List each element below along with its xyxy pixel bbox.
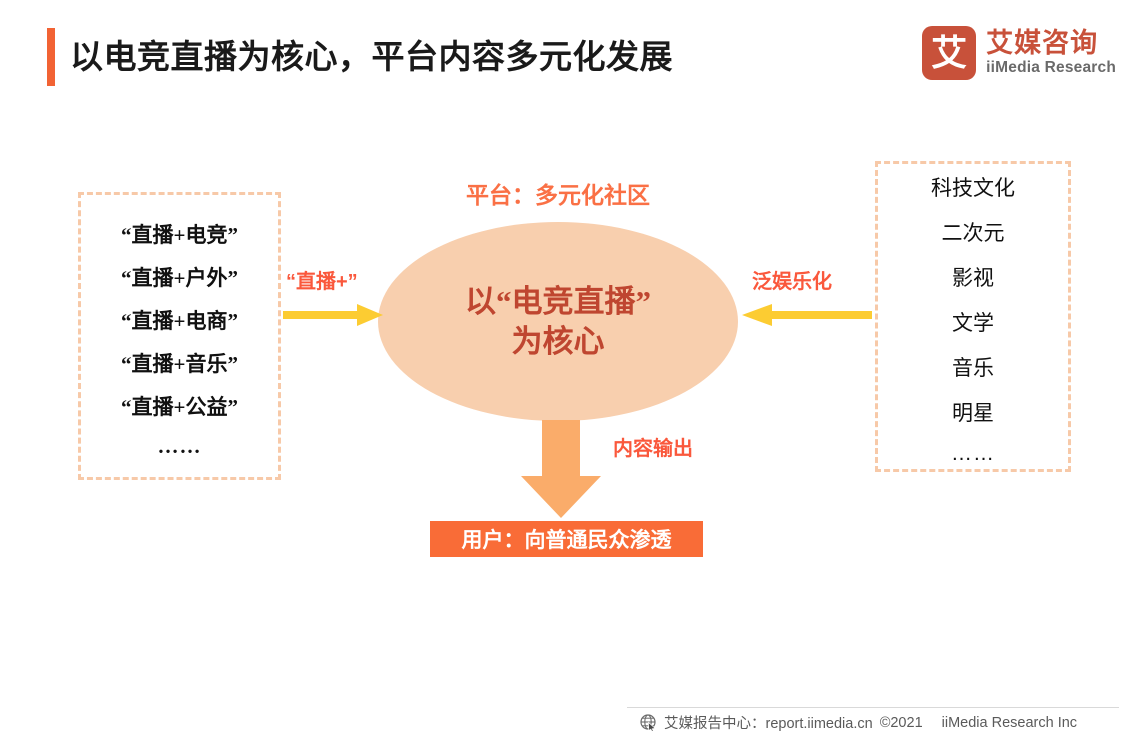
down-arrow — [521, 420, 601, 518]
list-item: 文学 — [952, 311, 994, 335]
list-item: 音乐 — [952, 356, 994, 380]
logo-text-block: 艾媒咨询 iiMedia Research — [986, 27, 1116, 78]
right-pointing-arrow-icon — [283, 304, 383, 326]
footer: 艾媒报告中心：report.iimedia.cn ©2021 iiMedia R… — [640, 712, 1077, 733]
right-arrow — [742, 300, 872, 330]
globe-cursor-icon — [640, 714, 657, 731]
user-banner: 用户：向普通民众渗透 — [430, 521, 703, 557]
list-item: “直播+电竞” — [121, 223, 238, 247]
logo-name-en: iiMedia Research — [986, 58, 1116, 76]
left-pointing-arrow-icon — [742, 304, 872, 326]
title-accent-bar — [47, 28, 55, 86]
footer-copyright: ©2021 — [879, 714, 923, 731]
left-source-box: “直播+电竞” “直播+户外” “直播+电商” “直播+音乐” “直播+公益” … — [78, 192, 281, 480]
list-item-ellipsis: …… — [157, 434, 202, 458]
list-item: 二次元 — [941, 221, 1005, 245]
platform-label: 平台：多元化社区 — [466, 182, 650, 208]
center-ellipse: 以“电竞直播” 为核心 — [378, 222, 738, 421]
right-arrow-label: 泛娱乐化 — [752, 271, 832, 293]
page-title: 以电竞直播为核心，平台内容多元化发展 — [70, 38, 673, 75]
list-item-ellipsis: …… — [951, 441, 995, 465]
footer-divider — [627, 707, 1119, 708]
list-item: 明星 — [952, 401, 994, 425]
center-ellipse-text: 以“电竞直播” 为核心 — [465, 283, 651, 359]
footer-source: 艾媒报告中心：report.iimedia.cn — [664, 716, 873, 732]
down-pointing-arrow-icon — [521, 420, 601, 518]
left-arrow-label: “直播+” — [286, 271, 358, 293]
logo-name-cn: 艾媒咨询 — [986, 27, 1099, 58]
brand-logo: 艾 艾媒咨询 iiMedia Research — [922, 26, 1116, 80]
list-item: “直播+电商” — [121, 309, 238, 333]
list-item: “直播+公益” — [121, 395, 238, 419]
output-arrow-label: 内容输出 — [613, 438, 693, 460]
list-item: “直播+户外” — [121, 266, 238, 290]
left-arrow — [283, 300, 383, 330]
list-item: 影视 — [952, 266, 994, 290]
logo-mark-icon: 艾 — [922, 26, 977, 80]
list-item: “直播+音乐” — [121, 352, 238, 376]
footer-company: iiMedia Research Inc — [941, 714, 1078, 731]
right-source-box: 科技文化 二次元 影视 文学 音乐 明星 …… — [875, 161, 1071, 472]
list-item: 科技文化 — [931, 176, 1015, 200]
